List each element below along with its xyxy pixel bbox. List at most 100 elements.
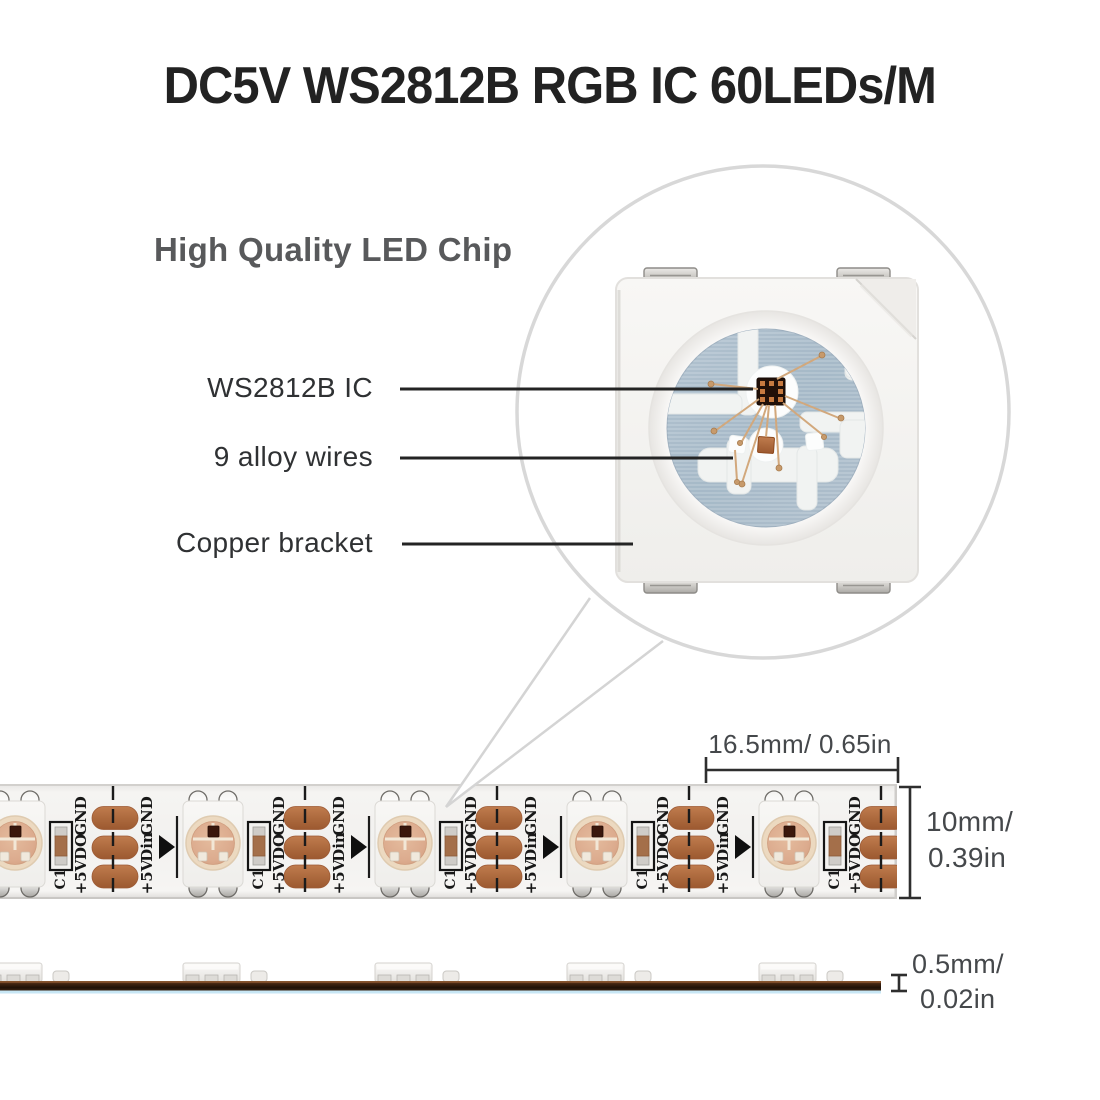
silkscreen-label: GND (654, 796, 672, 836)
capacitor-outline (822, 820, 848, 872)
callout-label-bracket: Copper bracket (175, 527, 373, 558)
strip-side-pcb (0, 981, 881, 991)
silkscreen-label: Din (714, 832, 732, 862)
silkscreen-label: Din (138, 832, 156, 862)
callout-label-ic: WS2812B IC (207, 372, 373, 403)
led-die (783, 825, 796, 838)
dimension-strip-width-in: 0.39in (928, 842, 1007, 873)
copper-solder-pad (859, 864, 897, 889)
copper-solder-pad (667, 806, 715, 830)
led-strip-side-view (0, 962, 881, 994)
capacitor-side (52, 970, 70, 983)
silkscreen-label: DO (72, 834, 90, 860)
led-inner-pad (794, 851, 805, 862)
dimension-strip-thickness-in: 0.02in (920, 984, 996, 1014)
capacitor-body (444, 835, 458, 857)
silkscreen-label: DO (654, 834, 672, 860)
led-inner-pad (0, 851, 10, 862)
width-bracket (899, 785, 921, 900)
page-title: DC5V WS2812B RGB IC 60LEDs/M (163, 57, 937, 115)
silkscreen-label: GND (72, 796, 90, 836)
capacitor-side (250, 970, 268, 983)
silkscreen-label: +5V (330, 859, 348, 894)
copper-solder-pad (475, 864, 523, 889)
led-inner-pad (602, 851, 613, 862)
alloy-bond-wires (711, 355, 840, 484)
silkscreen-label: +5V (270, 859, 288, 894)
silkscreen-label: +5V (654, 859, 672, 894)
silkscreen-label: GND (270, 796, 288, 836)
capacitor-label: C1 (251, 869, 267, 890)
silkscreen-label: DO (270, 834, 288, 860)
silkscreen-label: +5V (522, 859, 540, 894)
dimension-marks (704, 757, 921, 993)
dimension-strip-thickness-mm: 0.5mm/ (912, 949, 1004, 979)
silkscreen-label: +5V (72, 859, 90, 894)
silkscreen-label: Din (330, 832, 348, 862)
silkscreen-label: +5V (462, 859, 480, 894)
led-die (207, 825, 220, 838)
led-die (399, 825, 412, 838)
capacitor-body (636, 835, 650, 857)
magnifier-funnel (444, 597, 664, 808)
ws2812b-ic-die (756, 377, 786, 406)
copper-solder-pad (283, 806, 331, 830)
silkscreen-label: +5V (714, 859, 732, 894)
capacitor-outline (438, 820, 464, 872)
silkscreen-label: DO (462, 834, 480, 860)
copper-solder-pad (859, 806, 897, 830)
silkscreen-label: GND (522, 796, 540, 836)
direction-arrow-icon (735, 835, 751, 859)
copper-solder-pad (91, 835, 139, 860)
silkscreen-label: Din (522, 832, 540, 862)
led-side-pin (0, 974, 2, 984)
chip-corner-fold (855, 278, 917, 340)
silkscreen-label: GND (330, 796, 348, 836)
led-inner-pad (20, 851, 31, 862)
direction-arrow-icon (543, 835, 559, 859)
led-inner-pad (218, 851, 229, 862)
pitch-bracket (704, 757, 900, 783)
section-heading: High Quality LED Chip (154, 231, 513, 268)
dimension-strip-width-mm: 10mm/ (926, 806, 1014, 837)
silkscreen-label: GND (138, 796, 156, 836)
capacitor-label: C1 (53, 869, 69, 890)
thickness-bracket (891, 973, 907, 993)
led-die (591, 825, 604, 838)
led-inner-pad (773, 851, 784, 862)
capacitor-body (828, 835, 842, 857)
dimension-led-pitch: 16.5mm/ 0.65in (708, 729, 892, 759)
copper-solder-pad (859, 835, 897, 860)
capacitor-label: C1 (827, 869, 843, 890)
capacitor-body (252, 835, 266, 857)
led-inner-pad (410, 851, 421, 862)
capacitor-body (54, 835, 68, 857)
led-inner-pad (197, 851, 208, 862)
copper-pad-square (757, 436, 775, 454)
silkscreen-label: GND (462, 796, 480, 836)
capacitor-outline (48, 820, 74, 872)
capacitor-label: C1 (443, 869, 459, 890)
direction-arrow-icon (351, 835, 367, 859)
silkscreen-label: GND (846, 796, 864, 836)
strip-side-reflection (0, 990, 881, 994)
capacitor-side (634, 970, 652, 983)
capacitor-side (442, 970, 460, 983)
copper-solder-pad (91, 806, 139, 830)
capacitor-label: C1 (635, 869, 651, 890)
copper-solder-pad (475, 835, 523, 860)
callout-label-wires: 9 alloy wires (213, 441, 373, 472)
copper-solder-pad (283, 835, 331, 860)
led-inner-pad (389, 851, 400, 862)
silkscreen-label: +5V (846, 859, 864, 894)
capacitor-side (826, 970, 844, 983)
led-inner-pad (581, 851, 592, 862)
copper-solder-pad (667, 864, 715, 889)
callout-lines (400, 387, 753, 546)
silkscreen-label: +5V (138, 859, 156, 894)
copper-solder-pad (667, 835, 715, 860)
magnified-led-chip (615, 267, 919, 594)
led-die (9, 825, 22, 838)
